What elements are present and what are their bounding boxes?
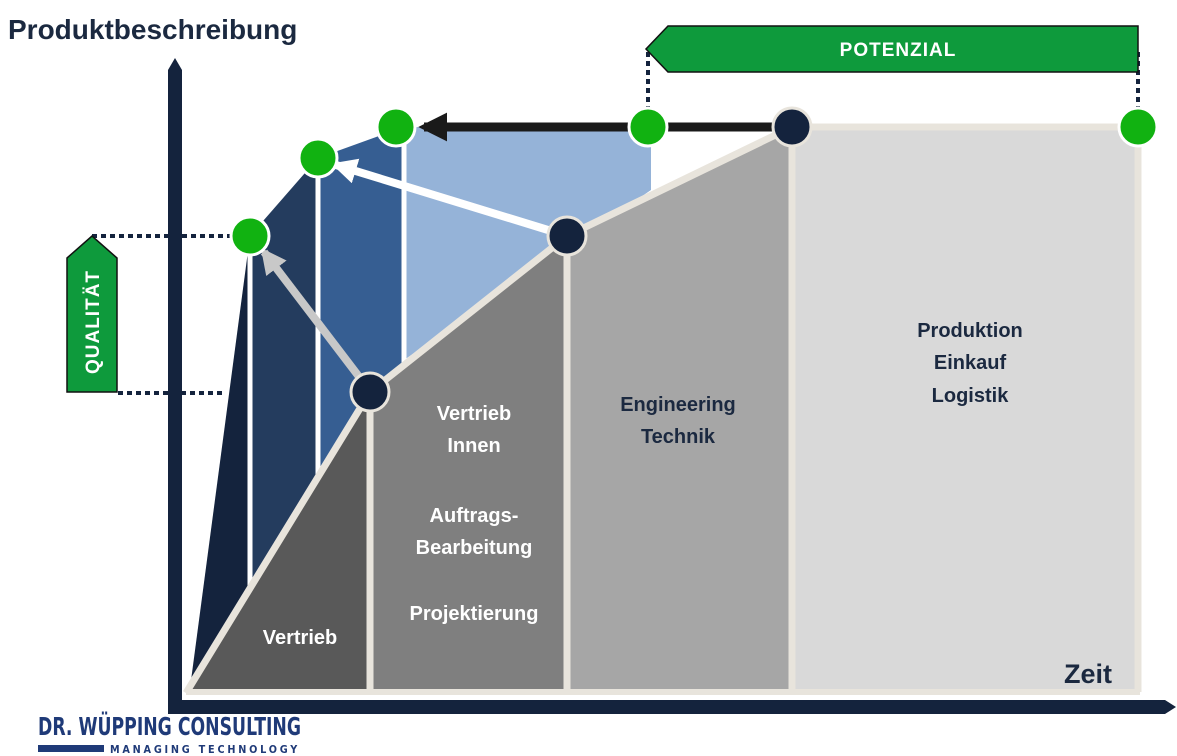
zone-label-engineering-2: Technik [641, 426, 716, 448]
zone-label-produktion-1: Produktion [917, 320, 1023, 342]
quality-banner [66, 235, 118, 393]
region-light-blue [404, 127, 651, 688]
arrow-quality-white [331, 158, 550, 234]
zone-label-vertrieb-innen-3: Auftrags- [430, 505, 519, 527]
zone-engineering [567, 127, 792, 690]
region-darkest [190, 236, 250, 688]
zone-label-vertrieb-innen-4: Bearbeitung [416, 537, 533, 559]
potential-banner-label: POTENZIAL [840, 40, 957, 61]
diagram-title: Produktbeschreibung [8, 14, 297, 45]
green-dot [627, 106, 669, 148]
green-dot [375, 106, 417, 148]
navy-dot [771, 106, 813, 148]
green-dot [229, 215, 271, 257]
zone-produktion [792, 127, 1138, 690]
zone-label-vertrieb: Vertrieb [263, 627, 337, 649]
x-axis [168, 700, 1176, 714]
navy-dot [349, 371, 391, 413]
green-dot [1117, 106, 1159, 148]
potential-banner [644, 25, 1139, 73]
x-axis-label: Zeit [1064, 659, 1112, 689]
zone-label-vertrieb-innen-5: Projektierung [410, 603, 539, 625]
zone-label-engineering-1: Engineering [620, 394, 736, 416]
zone-label-vertrieb-innen-1: Vertrieb [437, 403, 511, 425]
zone-label-produktion-2: Einkauf [934, 352, 1007, 374]
arrow-quality-grey [260, 247, 364, 381]
logo-bar [38, 745, 104, 752]
navy-dot [546, 215, 588, 257]
company-logo: DR. WÜPPING CONSULTING MANAGING TECHNOLO… [38, 711, 301, 756]
logo-name: DR. WÜPPING CONSULTING [38, 711, 301, 741]
zone-vertrieb-innen [370, 236, 567, 690]
logo-tagline: MANAGING TECHNOLOGY [110, 744, 300, 756]
y-axis [168, 58, 182, 714]
zone-label-produktion-3: Logistik [932, 385, 1010, 407]
zone-label-vertrieb-innen-2: Innen [447, 435, 500, 457]
green-dot [297, 137, 339, 179]
quality-banner-label: QUALITÄT [83, 270, 104, 374]
